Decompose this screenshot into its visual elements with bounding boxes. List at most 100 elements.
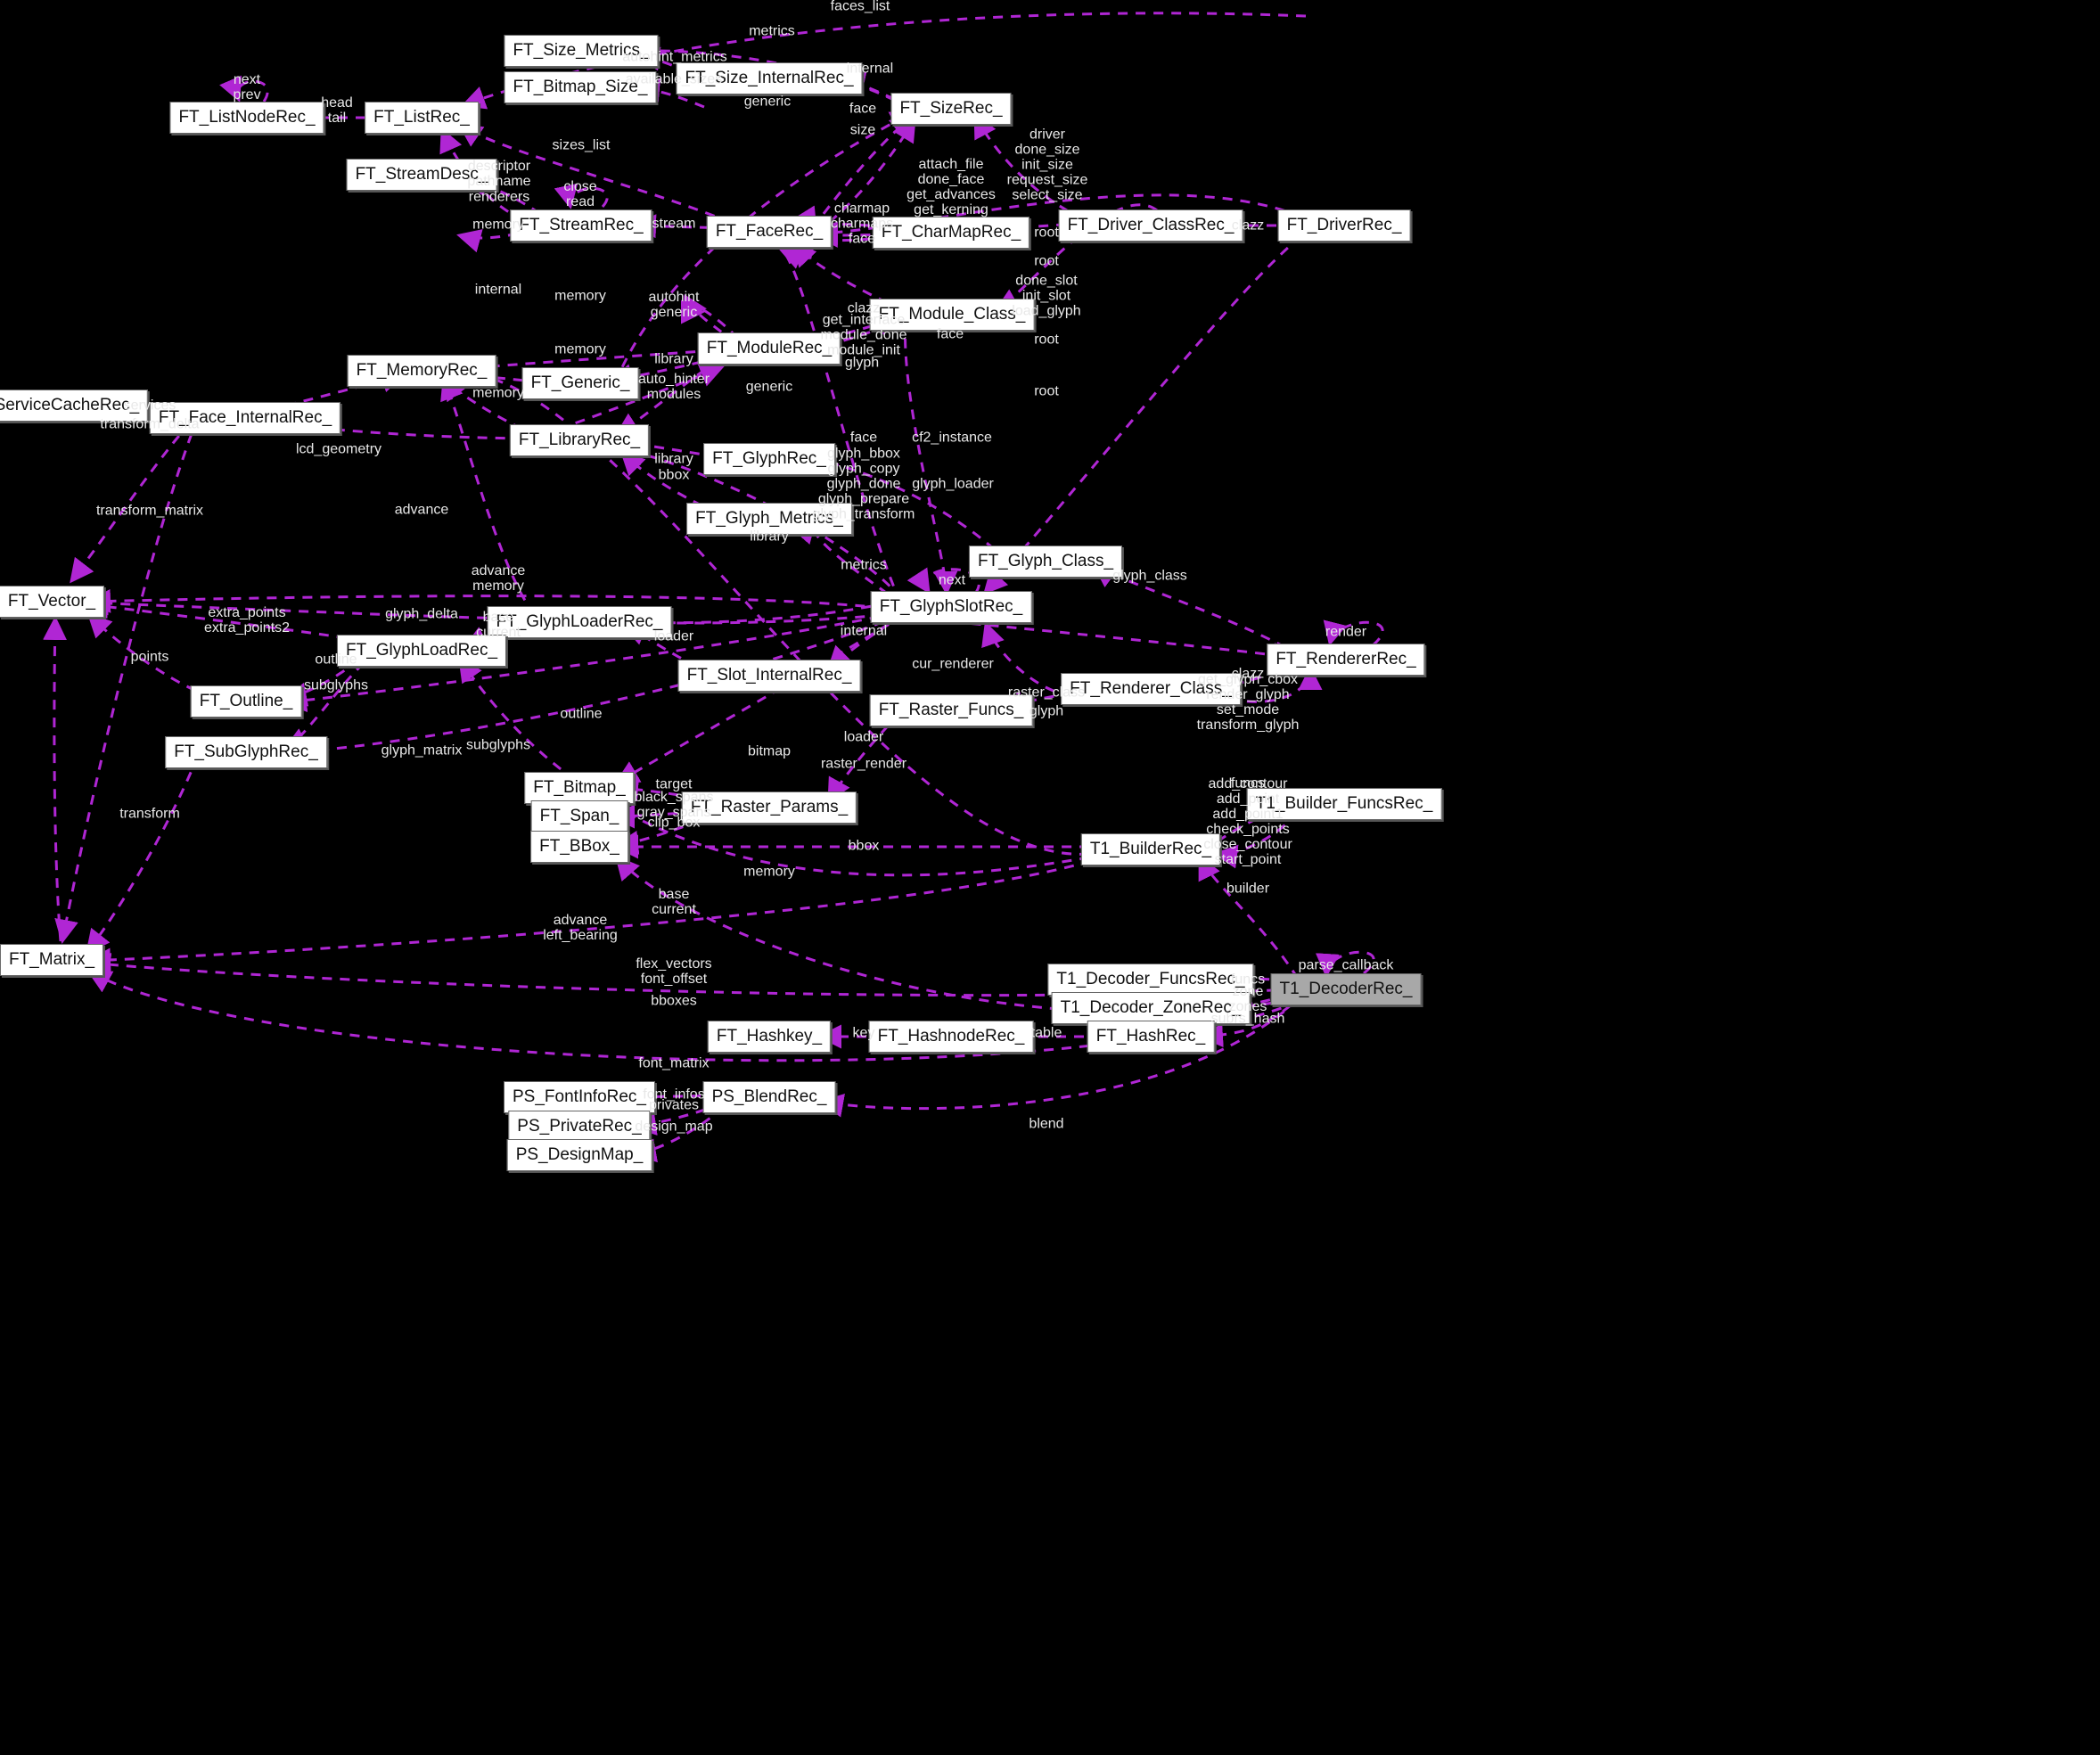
edge-label-clip-box: clip_box bbox=[647, 815, 701, 831]
node-ft-streamdesc[interactable]: FT_StreamDesc_ bbox=[346, 159, 497, 191]
edge-label-faces-list: faces_list bbox=[830, 0, 890, 14]
edge-label-face: face bbox=[936, 326, 964, 342]
edge-label-metrics: metrics bbox=[841, 557, 887, 573]
edge-label-glyph: glyph bbox=[844, 355, 880, 371]
edge-label-funcs: funcs bbox=[1230, 972, 1266, 988]
node-ft-slot-internalrec[interactable]: FT_Slot_InternalRec_ bbox=[677, 660, 861, 692]
node-ft-subglyphrec[interactable]: FT_SubGlyphRec_ bbox=[165, 736, 327, 768]
edge-label-cur-renderer: cur_renderer bbox=[912, 656, 994, 672]
edge-label-base: base current bbox=[652, 887, 696, 917]
edge-label-autohint-metrics: autohint_metrics bbox=[622, 49, 727, 65]
node-ps-fontinforec[interactable]: PS_FontInfoRec_ bbox=[504, 1081, 655, 1113]
node-t1-decoderrec[interactable]: T1_DecoderRec_ bbox=[1270, 973, 1422, 1005]
edge-label-library: library bbox=[654, 351, 693, 367]
edge-label-lcd-geometry: lcd_geometry bbox=[295, 441, 382, 457]
node-ft-streamrec[interactable]: FT_StreamRec_ bbox=[510, 209, 652, 242]
edge-label-sizes-list: sizes_list bbox=[552, 137, 611, 153]
edge-label-services: services bbox=[123, 398, 176, 414]
edge-label-glyph-delta: glyph_delta bbox=[385, 606, 458, 622]
edge-label-font-matrix: font_matrix bbox=[638, 1055, 710, 1071]
edge-label-glyph-matrix: glyph_matrix bbox=[381, 742, 463, 759]
edge-label-advance: advance left_bearing bbox=[543, 913, 618, 943]
edge-label-root: root bbox=[1034, 253, 1059, 269]
edge-label-stream: stream bbox=[652, 216, 696, 232]
node-ft-raster-params[interactable]: FT_Raster_Params_ bbox=[681, 791, 857, 824]
node-ft-glyphloadrec[interactable]: FT_GlyphLoadRec_ bbox=[336, 635, 507, 667]
node-ft-bbox[interactable]: FT_BBox_ bbox=[530, 831, 628, 863]
node-ft-bitmap[interactable]: FT_Bitmap_ bbox=[524, 772, 635, 804]
edge-label-memory: memory bbox=[472, 217, 524, 233]
edge-label-bboxes: bboxes bbox=[651, 993, 697, 1009]
edge-label-memory: memory bbox=[472, 385, 524, 401]
node-ft-glyph-class[interactable]: FT_Glyph_Class_ bbox=[968, 545, 1123, 578]
node-ft-hashrec[interactable]: FT_HashRec_ bbox=[1087, 1021, 1215, 1053]
edge-label-internal: internal bbox=[840, 623, 888, 639]
edge-label-parse-callback: parse_callback bbox=[1298, 957, 1394, 973]
edge-label-advance: advance bbox=[394, 502, 449, 518]
node-ft-listnoderec[interactable]: FT_ListNodeRec_ bbox=[169, 102, 324, 134]
node-ft-glyphloaderrec[interactable]: FT_GlyphLoaderRec_ bbox=[487, 606, 672, 638]
edge-label-bitmap: bitmap bbox=[747, 743, 792, 759]
node-ft-matrix[interactable]: FT_Matrix_ bbox=[0, 944, 104, 976]
edge-label-builder: builder bbox=[1226, 881, 1270, 897]
edge-label-driver: driver done_size init_size request_size … bbox=[1006, 127, 1088, 203]
edge-label-get-glyph-cbox: get_glyph_cbox render_glyph set_mode tra… bbox=[1196, 672, 1300, 733]
edge-label-bbox: bbox bbox=[848, 838, 880, 854]
edge-label-target: target bbox=[655, 776, 693, 792]
edge-label-zone: zone zones bbox=[1228, 984, 1267, 1014]
node-ft-generic[interactable]: FT_Generic_ bbox=[521, 367, 639, 399]
node-ft-module-class[interactable]: FT_Module_Class_ bbox=[869, 299, 1035, 331]
edge-label-subrs-hash: subrs_hash bbox=[1210, 1011, 1285, 1027]
edge-label-root: root bbox=[1034, 225, 1059, 241]
node-ft-servicecacherec[interactable]: FT_ServiceCacheRec_ bbox=[0, 390, 149, 422]
node-ps-designmap[interactable]: PS_DesignMap_ bbox=[506, 1139, 652, 1171]
node-ps-privaterec[interactable]: PS_PrivateRec_ bbox=[508, 1111, 651, 1143]
edge-label-clazz: clazz bbox=[1231, 217, 1265, 234]
node-ft-libraryrec[interactable]: FT_LibraryRec_ bbox=[509, 424, 650, 456]
node-t1-builderrec[interactable]: T1_BuilderRec_ bbox=[1080, 833, 1221, 865]
node-ft-modulerec[interactable]: FT_ModuleRec_ bbox=[697, 332, 841, 365]
node-ft-facerec[interactable]: FT_FaceRec_ bbox=[706, 216, 833, 248]
node-ft-driverrec[interactable]: FT_DriverRec_ bbox=[1277, 209, 1411, 242]
node-ft-vector[interactable]: FT_Vector_ bbox=[0, 586, 105, 618]
node-ft-listrec[interactable]: FT_ListRec_ bbox=[365, 102, 479, 134]
node-ft-bitmap-size[interactable]: FT_Bitmap_Size_ bbox=[504, 71, 657, 103]
edge-label-face: face bbox=[849, 430, 878, 446]
edge-label-close: close read bbox=[563, 179, 597, 209]
node-ft-raster-funcs[interactable]: FT_Raster_Funcs_ bbox=[869, 694, 1033, 726]
edge-label-autohint: autohint generic bbox=[648, 290, 700, 320]
node-ft-outline[interactable]: FT_Outline_ bbox=[190, 685, 302, 718]
edge-label-next: next prev bbox=[233, 72, 261, 103]
edge-label-subglyphs: subglyphs bbox=[465, 737, 531, 753]
node-ft-hashkey[interactable]: FT_Hashkey_ bbox=[707, 1021, 832, 1053]
edge-label-next: next bbox=[938, 572, 966, 588]
node-t1-builder-funcsrec[interactable]: T1_Builder_FuncsRec_ bbox=[1246, 788, 1442, 820]
node-ps-blendrec[interactable]: PS_BlendRec_ bbox=[702, 1081, 836, 1113]
node-ft-face-internalrec[interactable]: FT_Face_InternalRec_ bbox=[149, 402, 341, 434]
node-ft-glyphslotrec[interactable]: FT_GlyphSlotRec_ bbox=[870, 591, 1032, 623]
node-ft-driver-classrec[interactable]: FT_Driver_ClassRec_ bbox=[1058, 209, 1243, 242]
node-ft-hashnoderec[interactable]: FT_HashnodeRec_ bbox=[868, 1021, 1034, 1053]
edge-label-key: key bbox=[852, 1025, 875, 1041]
node-ft-memoryrec[interactable]: FT_MemoryRec_ bbox=[347, 355, 496, 387]
node-ft-rendererrec[interactable]: FT_RendererRec_ bbox=[1267, 644, 1425, 676]
edge-label-transform-matrix: transform_matrix bbox=[95, 503, 204, 519]
node-ft-glyphrec[interactable]: FT_GlyphRec_ bbox=[703, 443, 835, 475]
node-ft-charmaprec[interactable]: FT_CharMapRec_ bbox=[872, 217, 1030, 249]
node-ft-renderer-class[interactable]: FT_Renderer_Class_ bbox=[1061, 673, 1241, 705]
edge-label-head: head tail bbox=[321, 95, 353, 126]
edge-label-root: root bbox=[1034, 383, 1059, 399]
node-ft-span[interactable]: FT_Span_ bbox=[530, 800, 628, 832]
node-ft-size-metrics[interactable]: FT_Size_Metrics_ bbox=[504, 35, 659, 67]
edge-label-points: points bbox=[130, 649, 169, 665]
node-t1-decoder-funcsrec[interactable]: T1_Decoder_FuncsRec_ bbox=[1047, 964, 1254, 996]
edge-label-transform: transform bbox=[119, 806, 180, 822]
edge-label-face: face bbox=[849, 101, 877, 117]
edge-label-internal: internal bbox=[846, 61, 894, 77]
node-ft-glyph-metrics[interactable]: FT_Glyph_Metrics_ bbox=[686, 503, 852, 535]
node-ft-size-internalrec[interactable]: FT_Size_InternalRec_ bbox=[676, 62, 863, 94]
edge-label-raster-render: raster_render bbox=[820, 756, 907, 772]
edge-label-outline: outline bbox=[315, 652, 357, 668]
node-ft-sizerec[interactable]: FT_SizeRec_ bbox=[890, 93, 1012, 125]
node-t1-decoder-zonerec[interactable]: T1_Decoder_ZoneRec_ bbox=[1051, 992, 1251, 1024]
